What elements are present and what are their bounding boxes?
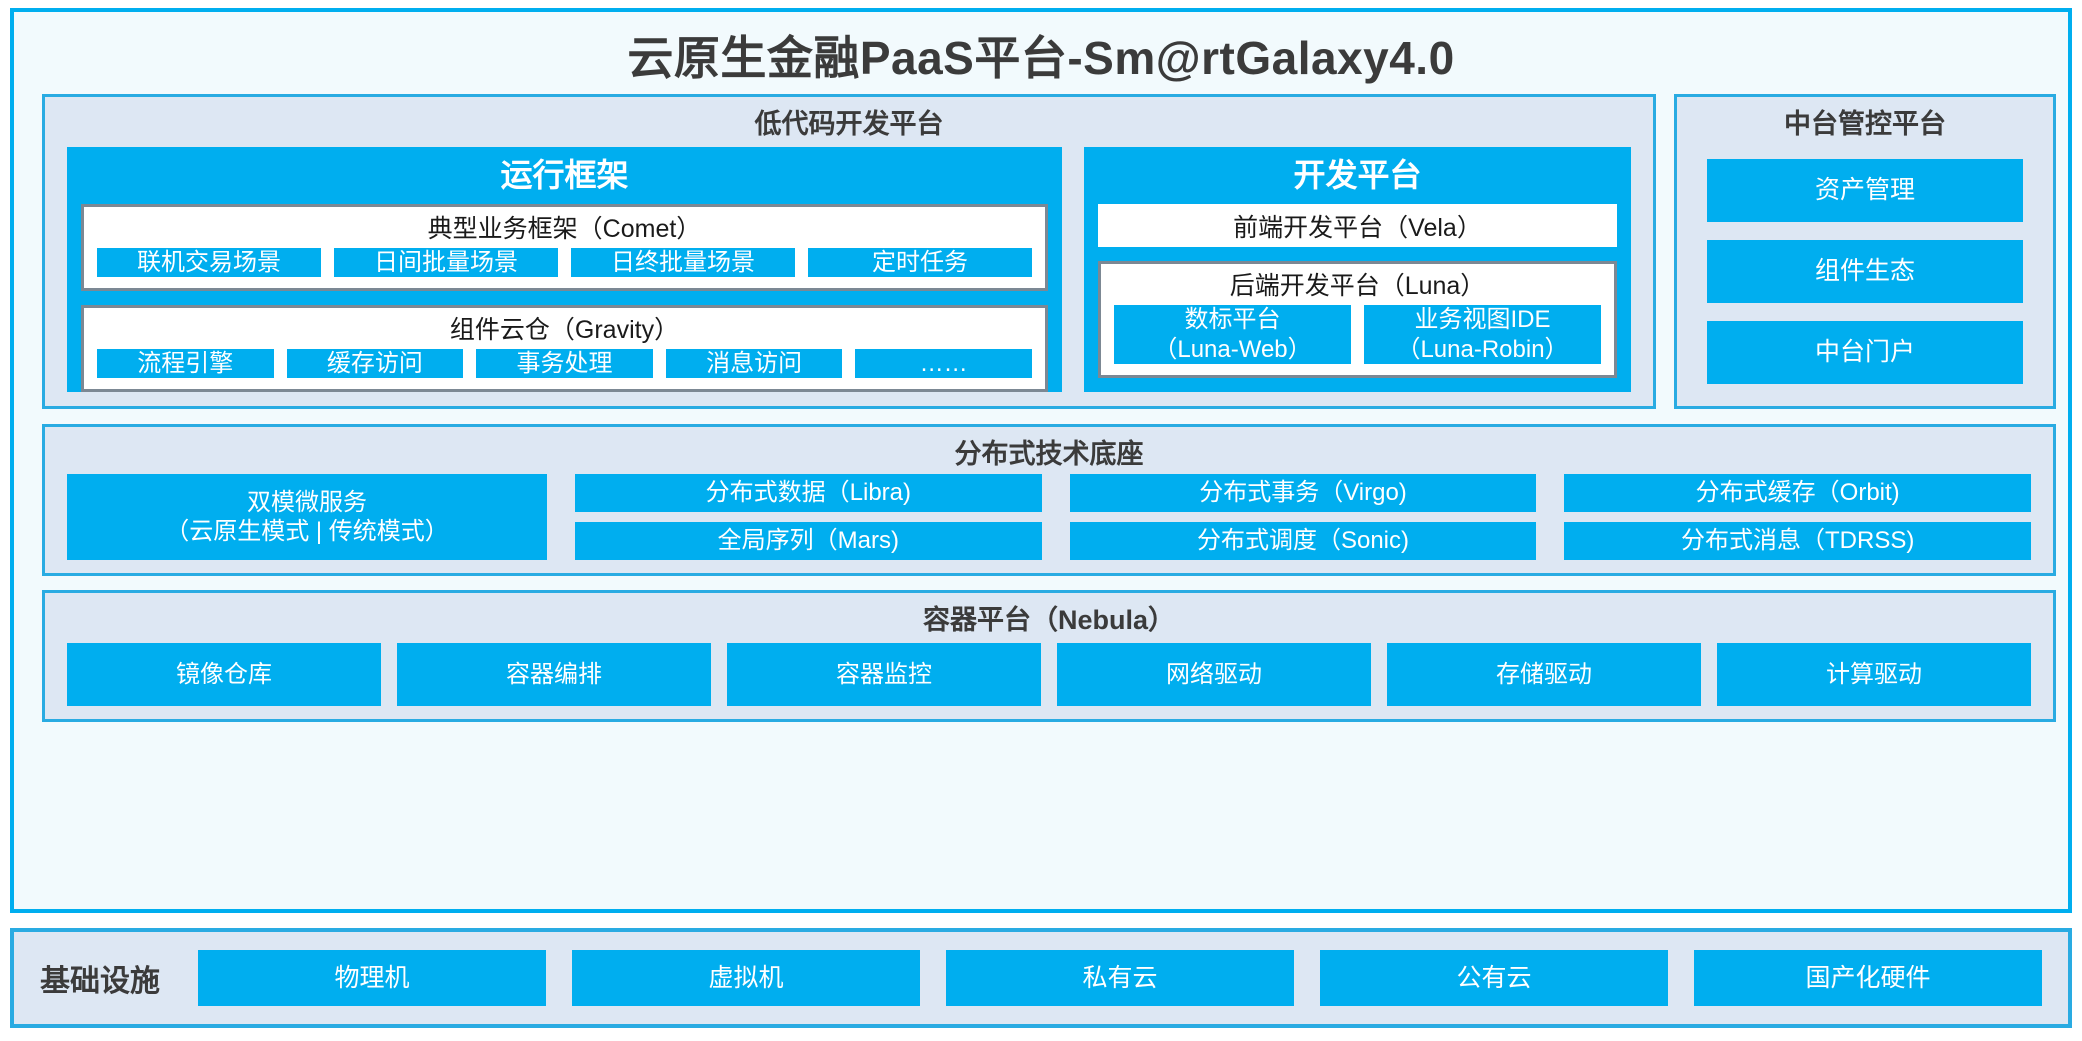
- dist-item-orbit[interactable]: 分布式缓存（Orbit): [1564, 474, 2032, 512]
- luna-title: 后端开发平台（Luna）: [1229, 272, 1486, 301]
- dist-col-2: 分布式事务（Virgo) 分布式调度（Sonic): [1069, 474, 1537, 560]
- comet-items: 联机交易场景 日间批量场景 日终批量场景 定时任务: [84, 247, 1045, 288]
- container-item-monitor[interactable]: 容器监控: [727, 643, 1041, 706]
- comet-card: 典型业务框架（Comet） 联机交易场景 日间批量场景 日终批量场景 定时任务: [81, 203, 1048, 292]
- infrastructure-label: 基础设施: [40, 965, 160, 998]
- mgmt-item-asset[interactable]: 资产管理: [1707, 159, 2023, 222]
- infrastructure-items: 物理机 虚拟机 私有云 公有云 国产化硬件: [198, 950, 2042, 1006]
- infra-item-domestic-hardware[interactable]: 国产化硬件: [1694, 950, 2042, 1006]
- mgmt-item-portal[interactable]: 中台门户: [1707, 321, 2023, 384]
- comet-item[interactable]: 定时任务: [808, 247, 1032, 278]
- gravity-item[interactable]: 缓存访问: [286, 349, 464, 379]
- luna-card: 后端开发平台（Luna） 数标平台 （Luna-Web） 业务视图IDE （Lu…: [1098, 261, 1617, 378]
- container-item-registry[interactable]: 镜像仓库: [67, 643, 381, 706]
- infra-item-private-cloud[interactable]: 私有云: [946, 950, 1294, 1006]
- container-items: 镜像仓库 容器编排 容器监控 网络驱动 存储驱动 计算驱动: [67, 643, 2031, 706]
- distributed-base-title: 分布式技术底座: [954, 439, 1144, 469]
- infra-item-physical[interactable]: 物理机: [198, 950, 546, 1006]
- infra-item-virtual[interactable]: 虚拟机: [572, 950, 920, 1006]
- gravity-item[interactable]: 消息访问: [665, 349, 843, 379]
- mgmt-platform-title: 中台管控平台: [1784, 109, 1946, 139]
- luna-items: 数标平台 （Luna-Web） 业务视图IDE （Luna-Robin）: [1101, 305, 1614, 375]
- dist-item-microservice[interactable]: 双模微服务 （云原生模式 | 传统模式）: [67, 474, 547, 560]
- gravity-item[interactable]: 事务处理: [476, 349, 653, 379]
- luna-item-robin[interactable]: 业务视图IDE （Luna-Robin）: [1364, 305, 1601, 364]
- dist-col-1: 分布式数据（Libra) 全局序列（Mars): [575, 474, 1042, 560]
- comet-item[interactable]: 日终批量场景: [571, 247, 795, 278]
- container-item-storage[interactable]: 存储驱动: [1387, 643, 1701, 706]
- gravity-items: 流程引擎 缓存访问 事务处理 消息访问 ……: [84, 349, 1045, 389]
- runtime-framework-cards: 典型业务框架（Comet） 联机交易场景 日间批量场景 日终批量场景 定时任务 …: [81, 203, 1048, 393]
- mgmt-item-component[interactable]: 组件生态: [1707, 240, 2023, 303]
- gravity-card: 组件云仓（Gravity） 流程引擎 缓存访问 事务处理 消息访问 ……: [81, 305, 1048, 393]
- gravity-title: 组件云仓（Gravity）: [449, 316, 680, 345]
- dist-col-3: 分布式缓存（Orbit) 分布式消息（TDRSS): [1564, 474, 2032, 560]
- page-title: 云原生金融PaaS平台-Sm@rtGalaxy4.0: [627, 32, 1455, 84]
- gravity-item-more[interactable]: ……: [855, 349, 1032, 379]
- container-item-orchestration[interactable]: 容器编排: [397, 643, 711, 706]
- luna-item-web[interactable]: 数标平台 （Luna-Web）: [1114, 305, 1351, 364]
- main-frame: 云原生金融PaaS平台-Sm@rtGalaxy4.0 低代码开发平台 运行框架 …: [10, 8, 2072, 913]
- mgmt-platform-panel: 中台管控平台 资产管理 组件生态 中台门户: [1674, 94, 2056, 409]
- container-item-network[interactable]: 网络驱动: [1057, 643, 1371, 706]
- container-item-compute[interactable]: 计算驱动: [1717, 643, 2031, 706]
- vela-card[interactable]: 前端开发平台（Vela）: [1098, 203, 1617, 248]
- distributed-columns: 双模微服务 （云原生模式 | 传统模式） 分布式数据（Libra) 全局序列（M…: [67, 474, 2032, 560]
- comet-item[interactable]: 日间批量场景: [334, 247, 558, 278]
- dist-item-libra[interactable]: 分布式数据（Libra): [575, 474, 1042, 512]
- runtime-framework-title: 运行框架: [500, 157, 629, 193]
- dist-item-virgo[interactable]: 分布式事务（Virgo): [1069, 474, 1537, 512]
- infrastructure-panel: 基础设施 物理机 虚拟机 私有云 公有云 国产化硬件: [10, 928, 2072, 1028]
- dev-platform-block: 开发平台 前端开发平台（Vela） 后端开发平台（Luna） 数标平台 （Lun…: [1084, 147, 1631, 392]
- distributed-base-panel: 分布式技术底座 双模微服务 （云原生模式 | 传统模式） 分布式数据（Libra…: [42, 424, 2056, 576]
- lowcode-platform-title: 低代码开发平台: [754, 109, 944, 139]
- comet-title: 典型业务框架（Comet）: [427, 214, 702, 243]
- lowcode-platform-panel: 低代码开发平台 运行框架 典型业务框架（Comet） 联机交易场景 日间批量场景…: [42, 94, 1656, 409]
- infra-item-public-cloud[interactable]: 公有云: [1320, 950, 1668, 1006]
- runtime-framework-block: 运行框架 典型业务框架（Comet） 联机交易场景 日间批量场景 日终批量场景 …: [67, 147, 1062, 393]
- lowcode-columns: 运行框架 典型业务框架（Comet） 联机交易场景 日间批量场景 日终批量场景 …: [67, 147, 1631, 393]
- mgmt-items: 资产管理 组件生态 中台门户: [1707, 159, 2023, 384]
- dist-item-sonic[interactable]: 分布式调度（Sonic): [1069, 522, 1537, 560]
- dist-item-mars[interactable]: 全局序列（Mars): [575, 522, 1042, 560]
- dev-platform-title: 开发平台: [1293, 157, 1422, 193]
- gravity-item[interactable]: 流程引擎: [97, 349, 274, 379]
- container-platform-panel: 容器平台（Nebula） 镜像仓库 容器编排 容器监控 网络驱动 存储驱动 计算…: [42, 590, 2056, 722]
- dist-wide-col: 双模微服务 （云原生模式 | 传统模式）: [67, 474, 547, 560]
- comet-item[interactable]: 联机交易场景: [97, 247, 321, 278]
- container-platform-title: 容器平台（Nebula）: [922, 605, 1176, 635]
- dist-item-tdrss[interactable]: 分布式消息（TDRSS): [1564, 522, 2032, 560]
